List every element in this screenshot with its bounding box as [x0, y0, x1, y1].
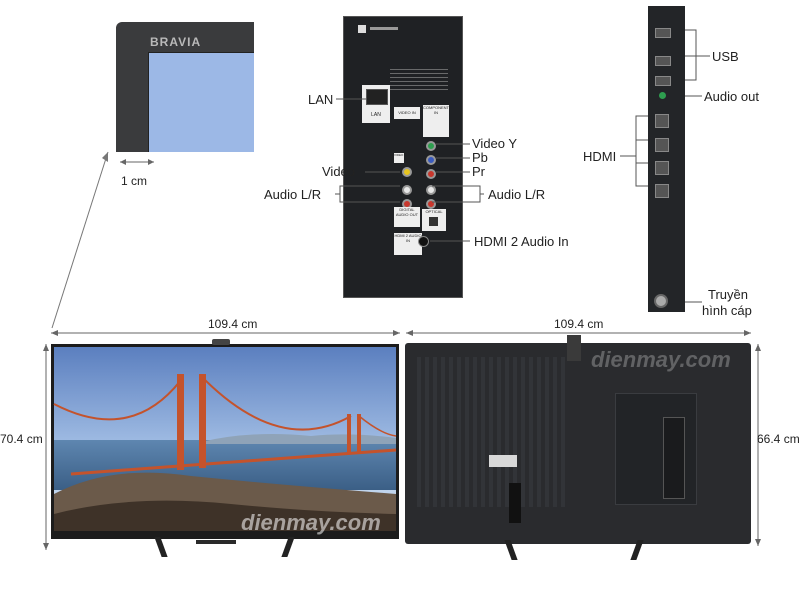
digital-audio-out-label: DIGITAL AUDIO OUT	[394, 207, 420, 227]
brand-label: BRAVIA	[150, 35, 202, 49]
label-pb: Pb	[472, 150, 488, 165]
back-height-label: 66.4 cm	[757, 432, 800, 446]
hdmi2-audio-in-jack	[418, 236, 429, 247]
label-lan: LAN	[308, 92, 334, 107]
tv-back-image: dienmay.com	[405, 335, 751, 544]
label-hdmi: HDMI	[583, 149, 617, 164]
bezel-zoom-image: BRAVIA	[116, 22, 254, 152]
lan-port-label: LAN	[362, 85, 390, 123]
power-cord	[509, 483, 521, 523]
component-in-text: COMPONENT IN	[423, 105, 449, 115]
lan-jack	[366, 89, 388, 105]
video-in-label: VIDEO IN	[394, 107, 420, 119]
tv-front-image: dienmay.com	[51, 344, 399, 539]
hdmi2-audio-in-text: HDMI 2 AUDIO IN	[394, 233, 422, 243]
audio-out-jack	[659, 92, 666, 99]
hdmi-port-2	[655, 138, 669, 152]
optical-text: OPTICAL	[425, 209, 443, 214]
hdmi-port-4	[655, 184, 669, 198]
label-cable-line1: Truyền	[708, 287, 748, 302]
rating-sticker	[489, 455, 517, 467]
usb-port-1	[655, 28, 671, 38]
back-port-strip	[663, 417, 685, 499]
label-audio-out: Audio out	[704, 89, 759, 104]
back-width-label: 109.4 cm	[554, 317, 604, 331]
watermark-back: dienmay.com	[591, 347, 731, 372]
front-width-label: 109.4 cm	[208, 317, 258, 331]
warning-text	[390, 69, 448, 93]
cable-tv-jack	[654, 294, 668, 308]
back-camera	[567, 335, 581, 361]
label-pr: Pr	[472, 164, 485, 179]
front-camera	[212, 339, 230, 345]
label-usb: USB	[712, 49, 739, 64]
front-width-arrow	[51, 330, 400, 336]
digital-audio-out-text: DIGITAL AUDIO OUT	[395, 207, 419, 217]
front-height-label: 70.4 cm	[0, 432, 43, 446]
label-video: Video	[322, 164, 356, 179]
usb-port-3	[655, 76, 671, 86]
video-small-text: VIDEO	[394, 153, 404, 157]
front-bottom-strip	[196, 540, 236, 544]
side-connector-panel	[648, 6, 685, 312]
hdmi-port-1	[655, 114, 669, 128]
jack-pb	[426, 155, 436, 165]
jack-audio-l-right	[426, 185, 436, 195]
tv-screen-scene	[53, 347, 397, 531]
lan-small-label: LAN	[371, 112, 381, 118]
hdmi2-audio-in-label: HDMI 2 AUDIO IN	[394, 233, 422, 255]
label-hdmi2-audio-in: HDMI 2 Audio In	[474, 234, 569, 249]
hdmi-port-3	[655, 161, 669, 175]
back-height-arrow	[755, 344, 761, 546]
front-height-arrow	[43, 344, 49, 550]
vent-grille-left	[417, 357, 567, 507]
watermark-front: dienmay.com	[241, 510, 381, 535]
qr-code	[358, 25, 366, 33]
back-width-arrow	[406, 330, 751, 336]
jack-audio-r-right	[426, 199, 436, 209]
jack-video-y	[426, 141, 436, 151]
optical-jack	[429, 217, 438, 226]
component-in-label: COMPONENT IN	[423, 105, 449, 137]
bezel-pointer-line	[51, 151, 109, 329]
rear-connector-panel: LAN VIDEO IN COMPONENT IN VIDEO DIGITAL …	[343, 16, 463, 298]
bezel-width-arrow	[120, 159, 154, 165]
label-video-y: Video Y	[472, 136, 518, 151]
label-audio-lr-right: Audio L/R	[488, 187, 546, 202]
label-audio-lr-left: Audio L/R	[264, 187, 322, 202]
jack-pr	[426, 169, 436, 179]
video-small-label: VIDEO	[394, 153, 404, 163]
label-cable-line2: hình cáp	[702, 303, 752, 318]
bezel-width-label: 1 cm	[121, 174, 148, 188]
jack-audio-l-left	[402, 185, 412, 195]
jack-video	[402, 167, 412, 177]
screen-corner	[148, 52, 254, 152]
label-text	[370, 27, 398, 30]
optical-label: OPTICAL	[422, 209, 446, 231]
usb-port-2	[655, 56, 671, 66]
